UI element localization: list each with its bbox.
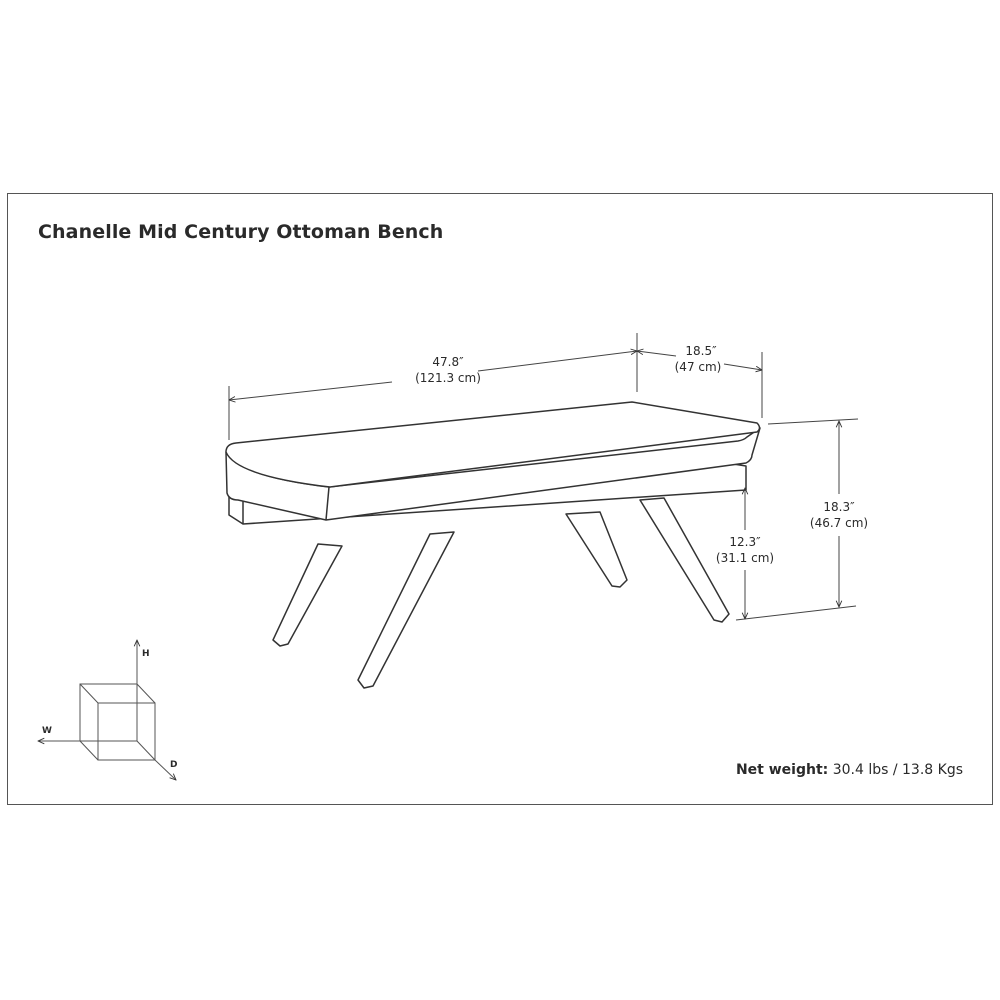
front-leg-right bbox=[357, 531, 455, 689]
net-weight-value: 30.4 lbs / 13.8 Kgs bbox=[832, 762, 963, 778]
axis-label-w: W bbox=[42, 726, 52, 736]
front-leg-left bbox=[272, 543, 343, 647]
width-dimension-line-right bbox=[477, 351, 637, 372]
seat-height-metric-label: (31.1 cm) bbox=[716, 551, 774, 565]
depth-imperial-label: 18.5″ bbox=[685, 344, 717, 358]
height-extension-top bbox=[767, 418, 859, 425]
depth-dimension-line-right bbox=[723, 363, 762, 370]
net-weight: Net weight: 30.4 lbs / 13.8 Kgs bbox=[736, 762, 963, 778]
axis-label-d: D bbox=[170, 760, 177, 770]
width-metric-label: (121.3 cm) bbox=[415, 371, 481, 385]
cushion-top bbox=[225, 401, 761, 488]
height-imperial-label: 18.3″ bbox=[823, 500, 855, 514]
dimension-lines bbox=[229, 333, 859, 621]
width-dimension-line bbox=[229, 381, 393, 400]
seat-height-imperial-label: 12.3″ bbox=[729, 535, 761, 549]
depth-metric-label: (47 cm) bbox=[675, 360, 722, 374]
bench-illustration bbox=[225, 401, 761, 689]
diagram-frame bbox=[7, 193, 993, 805]
net-weight-label: Net weight: bbox=[735, 762, 829, 778]
back-leg-right bbox=[639, 497, 730, 623]
depth-axis-arrow bbox=[154, 759, 176, 780]
height-extension-bottom bbox=[735, 605, 857, 621]
axis-label-h: H bbox=[142, 649, 150, 659]
orientation-cube bbox=[38, 640, 176, 780]
cushion-edge bbox=[325, 486, 330, 521]
width-imperial-label: 47.8″ bbox=[432, 355, 464, 369]
depth-dimension-line-left bbox=[637, 351, 677, 357]
height-metric-label: (46.7 cm) bbox=[810, 516, 868, 530]
back-leg-left bbox=[565, 511, 628, 588]
product-title: Chanelle Mid Century Ottoman Bench bbox=[38, 221, 444, 243]
dimension-labels: 47.8″ (121.3 cm) 18.5″ (47 cm) 18.3″ (46… bbox=[415, 344, 868, 565]
